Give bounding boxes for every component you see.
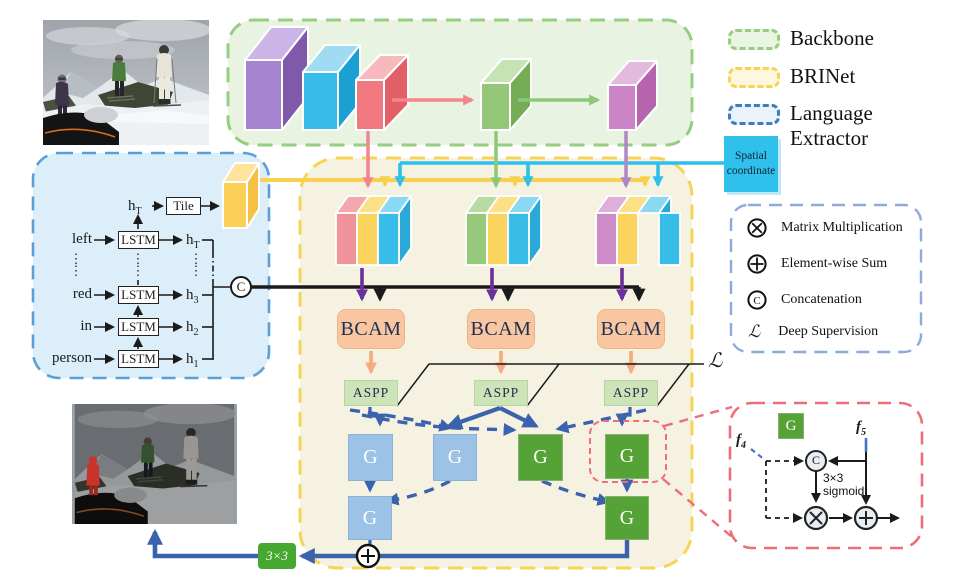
gate-6: G [605, 496, 649, 540]
word-person: person [52, 350, 92, 366]
h-top-label: hT [128, 198, 142, 217]
lstm-box-1: LSTM [118, 350, 159, 368]
output-sum-line [298, 540, 630, 564]
lstm-box-2: LSTM [118, 318, 159, 336]
ellipsis-lstm: ⋮⋮ [131, 251, 145, 278]
lstm-wiring [94, 201, 230, 364]
loss-symbol: ℒ [708, 350, 723, 372]
h-label-t: hT [186, 232, 200, 251]
aspp-module-1: ASPP [344, 380, 398, 406]
matrix-multiplication-icon [747, 218, 767, 238]
ellipsis-h: ⋮⋮ [189, 251, 203, 278]
concat-node-label: C [236, 279, 246, 294]
lstm-box-t: LSTM [118, 231, 159, 249]
legend-swatch-backbone [728, 29, 780, 50]
h-label-1: h1 [186, 351, 199, 370]
svg-text:C: C [753, 295, 760, 307]
gate-exchange-dashed-row2 [385, 479, 611, 506]
word-red: red [72, 286, 92, 302]
tiled-language-block [222, 162, 260, 229]
legend-row-sum: Element-wise Sum [746, 253, 887, 275]
lstm-box-3: LSTM [118, 286, 159, 304]
ellipsis-words: ⋮⋮ [69, 251, 83, 278]
aspp-module-2: ASPP [474, 380, 528, 406]
tile-box: Tile [166, 197, 201, 215]
element-wise-sum-icon [747, 254, 767, 274]
symbol-legend-region [729, 203, 923, 354]
gate-5: G [348, 496, 392, 540]
bcam-module-1: BCAM [337, 309, 405, 349]
conv3x3-box: 3×3 [258, 543, 296, 569]
concatenation-icon: C [747, 290, 767, 310]
fused-feature-stacks [335, 195, 681, 266]
output-photo [72, 404, 237, 524]
bcam-module-2: BCAM [467, 309, 535, 349]
segmentation-mask [86, 456, 100, 496]
concat-node [230, 276, 252, 298]
bcam-module-3: BCAM [597, 309, 665, 349]
h-label-2: h2 [186, 319, 199, 338]
f4-label: f4 [736, 432, 746, 451]
deep-supervision-lines [396, 363, 704, 407]
gate-1: G [348, 434, 393, 481]
f5-label: f5 [856, 419, 866, 438]
gate-detail-wiring [750, 438, 900, 531]
legend-label-brinet: BRINet [790, 64, 856, 88]
output-arrow [147, 528, 258, 559]
legend-swatch-brinet [728, 67, 780, 88]
detail-concat-label: C [811, 453, 820, 467]
aspp-module-3: ASPP [604, 380, 658, 406]
detail-gate-chip: G [778, 413, 804, 439]
word-left: left [72, 231, 92, 247]
gate-2: G [433, 434, 477, 481]
legend-row-concat: C Concatenation [746, 289, 862, 311]
legend-row-matrix-mult: Matrix Multiplication [746, 217, 903, 239]
gate-4: G [605, 434, 649, 479]
backbone-blocks [244, 26, 658, 131]
legend-label-backbone: Backbone [790, 26, 874, 50]
h-label-3: h3 [186, 287, 199, 306]
word-in: in [80, 318, 92, 334]
input-photo [43, 20, 209, 145]
gate-3: G [518, 434, 563, 481]
legend-swatch-language [728, 104, 780, 125]
detail-connector-lines [662, 405, 733, 538]
legend-label-language: Language Extractor [790, 101, 873, 150]
legend-row-deep-supervision: ℒ Deep Supervision [748, 322, 879, 341]
deep-supervision-icon: ℒ [748, 322, 761, 341]
gate-exchange-dashed [349, 408, 647, 436]
